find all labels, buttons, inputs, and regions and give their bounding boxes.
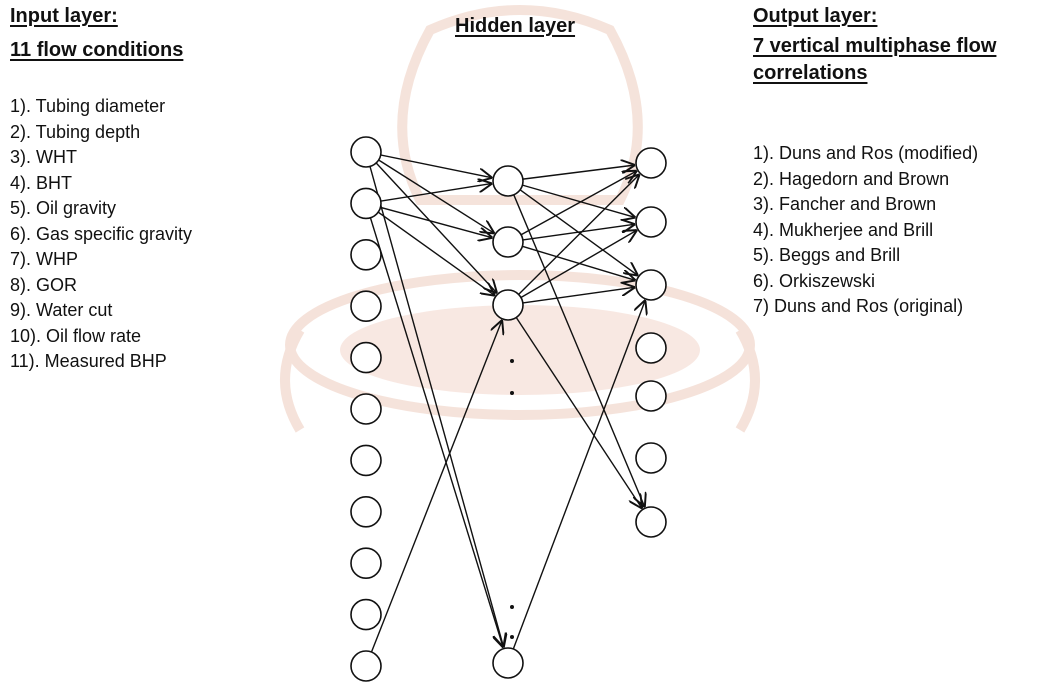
input-item-2: 2). Tubing depth	[10, 121, 141, 142]
output-2-node	[635, 206, 667, 238]
input-8-node	[350, 495, 382, 528]
output-5-node	[635, 380, 667, 412]
input-layer-title: Input layer:	[10, 5, 118, 27]
input-6-node	[350, 393, 382, 425]
input-5-node	[350, 341, 382, 374]
input-2-node	[350, 187, 382, 220]
input-conditions-list: 1). Tubing diameter 2). Tubing depth 3). W…	[10, 94, 192, 375]
connection-hidden-1-to-output-7	[513, 194, 645, 507]
hidden-ellipsis-dot-4	[510, 635, 514, 639]
connection-input-1-to-hidden-4	[369, 166, 504, 647]
output-6-node	[635, 442, 667, 474]
output-layer-title: Output layer:	[753, 5, 878, 27]
hidden-3-node	[492, 289, 524, 321]
output-1-node	[635, 147, 667, 179]
connection-input-2-to-hidden-3	[377, 211, 495, 296]
input-3-node	[350, 239, 382, 271]
input-layer-subtitle: 11 flow conditions	[10, 39, 184, 61]
output-correlations-list: 1). Duns and Ros (modified) 2). Hagedorn …	[753, 141, 978, 320]
output-item-6: 6). Orkiszewski	[753, 270, 876, 291]
connection-hidden-3-to-output-2	[520, 230, 637, 299]
output-item-2: 2). Hagedorn and Brown	[753, 168, 950, 189]
hidden-ellipsis-dot-3	[510, 605, 514, 609]
input-7-node	[350, 444, 382, 477]
input-item-6: 6). Gas specific gravity	[10, 223, 193, 244]
output-item-7: 7) Duns and Ros (original)	[753, 296, 964, 316]
connection-input-1-to-hidden-2	[378, 159, 495, 233]
hidden-2-node	[492, 226, 524, 258]
input-11-node	[350, 650, 382, 682]
connection-input-2-to-hidden-1	[380, 183, 492, 202]
connection-hidden-2-to-output-2	[522, 224, 635, 241]
input-item-4: 4). BHT	[10, 172, 73, 193]
output-layer-subtitle-line1: 7 vertical multiphase flow	[753, 35, 997, 57]
connection-hidden-1-to-output-1	[522, 165, 635, 180]
hidden-1-node	[492, 165, 524, 197]
output-item-5: 5). Beggs and Brill	[753, 245, 901, 265]
input-item-9: 9). Water cut	[10, 300, 113, 320]
output-4-node	[635, 332, 667, 364]
input-10-node	[350, 598, 382, 631]
connection-hidden-4-to-output-3	[512, 300, 645, 650]
output-item-4: 4). Mukherjee and Brill	[753, 219, 934, 240]
connection-input-2-to-hidden-4	[369, 217, 503, 648]
connection-input-1-to-hidden-1	[380, 154, 493, 178]
connection-hidden-1-to-output-2	[522, 184, 635, 217]
hidden-ellipsis-dot-2	[510, 391, 514, 395]
input-4-node	[350, 290, 382, 323]
output-item-1: 1). Duns and Ros (modified)	[753, 143, 979, 163]
connection-hidden-3-to-output-7	[515, 317, 642, 509]
connection-hidden-3-to-output-3	[522, 287, 635, 304]
input-1-node	[350, 136, 382, 168]
output-3-node	[635, 269, 667, 301]
input-item-3: 3). WHT	[10, 147, 77, 167]
input-item-11: 11). Measured BHP	[10, 351, 167, 371]
hidden-ellipsis-dot-1	[510, 359, 514, 363]
input-item-5: 5). Oil gravity	[10, 198, 117, 218]
connection-input-2-to-hidden-2	[380, 206, 492, 237]
connection-hidden-2-to-output-1	[520, 171, 637, 236]
input-item-1: 1). Tubing diameter	[10, 96, 166, 116]
output-layer-subtitle-line2: correlations	[753, 62, 868, 84]
input-item-8: 8). GOR	[10, 274, 78, 295]
input-9-node	[350, 547, 382, 580]
input-item-7: 7). WHP	[10, 249, 79, 269]
connection-input-1-to-hidden-3	[375, 162, 497, 293]
output-item-3: 3). Fancher and Brown	[753, 194, 937, 214]
output-7-node	[635, 506, 667, 538]
connection-hidden-3-to-output-1	[518, 174, 640, 295]
connection-input-11-to-hidden-3	[370, 320, 502, 653]
hidden-4-node	[492, 647, 524, 679]
input-item-10: 10). Oil flow rate	[10, 325, 142, 346]
hidden-layer-title: Hidden layer	[455, 15, 576, 37]
